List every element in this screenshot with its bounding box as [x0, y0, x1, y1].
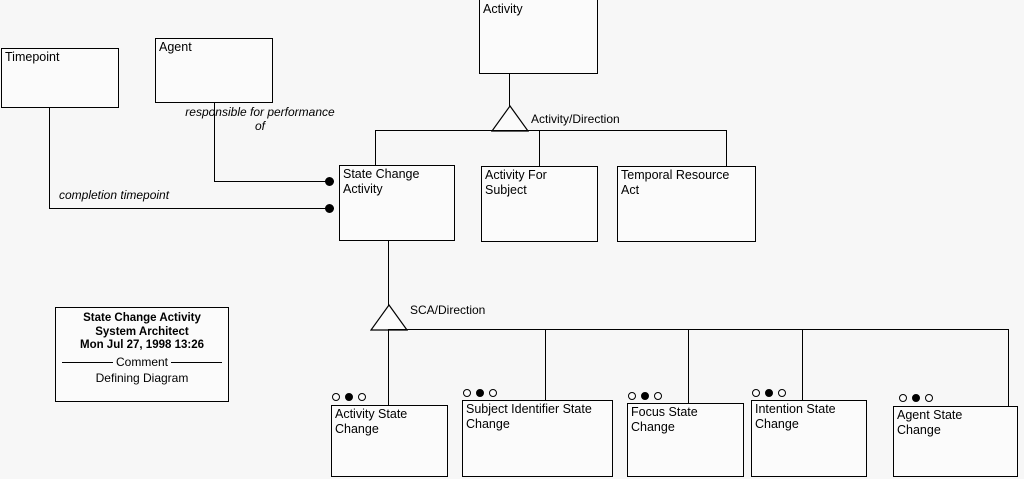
connector-drop-intention-state-change — [802, 329, 803, 401]
class-box-timepoint[interactable]: Timepoint — [1, 48, 119, 108]
class-box-temporal-resource-act[interactable]: Temporal Resource Act — [617, 166, 756, 242]
note-rule-left — [62, 361, 113, 363]
note-timestamp: Mon Jul 27, 1998 13:26 — [79, 339, 204, 351]
class-box-focus-state-change[interactable]: Focus State Change — [627, 403, 744, 477]
marker-filled-icon — [765, 389, 773, 397]
connector-drop-subject-identifier-state-change — [545, 329, 546, 401]
class-name-activity-for-subject: Activity For Subject — [485, 168, 547, 197]
edge-label-responsible-for-performance: responsible for performance of — [185, 105, 335, 133]
connector-activity-stem — [509, 74, 510, 106]
subtype-markers-activity-state-change — [332, 393, 366, 401]
class-name-subject-identifier-state-change: Subject Identifier State Change — [466, 402, 592, 431]
marker-open-icon — [628, 392, 636, 400]
class-box-intention-state-change[interactable]: Intention State Change — [751, 400, 867, 477]
class-name-activity: Activity — [483, 2, 523, 16]
class-name-state-change-activity: State Change Activity — [343, 167, 420, 196]
class-box-agent[interactable]: Agent — [155, 38, 273, 103]
connector-timepoint-vertical — [49, 108, 50, 209]
class-box-activity-state-change[interactable]: Activity State Change — [331, 405, 448, 477]
connector-agent-horizontal — [214, 181, 334, 182]
note-title-line1: State Change Activity — [83, 312, 201, 324]
marker-filled-icon — [641, 392, 649, 400]
connector-drop-activity-state-change — [388, 329, 389, 406]
marker-open-icon — [358, 393, 366, 401]
class-box-activity-for-subject[interactable]: Activity For Subject — [481, 166, 598, 242]
marker-open-icon — [489, 389, 497, 397]
marker-filled-icon — [476, 389, 484, 397]
marker-filled-icon — [912, 394, 920, 402]
class-name-agent-state-change: Agent State Change — [897, 408, 963, 437]
marker-open-icon — [654, 392, 662, 400]
class-name-intention-state-change: Intention State Change — [755, 402, 836, 431]
class-name-focus-state-change: Focus State Change — [631, 405, 698, 434]
connector-activity-bus — [375, 130, 726, 131]
connector-agent-vertical — [214, 103, 215, 181]
note-separator-label: Comment — [116, 354, 169, 369]
subtype-markers-agent-state-change — [899, 394, 933, 402]
subtype-markers-intention-state-change — [752, 389, 786, 397]
connector-drop-activity-for-subject — [539, 130, 540, 167]
marker-open-icon — [752, 389, 760, 397]
connector-timepoint-horizontal — [49, 208, 334, 209]
association-end-dot-completion-timepoint — [325, 204, 334, 213]
class-name-temporal-resource-act: Temporal Resource Act — [621, 168, 730, 197]
marker-filled-icon — [345, 393, 353, 401]
marker-open-icon — [899, 394, 907, 402]
note-separator: Comment — [62, 354, 223, 369]
marker-open-icon — [332, 393, 340, 401]
association-end-dot-responsible — [325, 177, 334, 186]
class-name-activity-state-change: Activity State Change — [335, 407, 408, 436]
edge-label-activity-direction: Activity/Direction — [531, 112, 620, 126]
note-body-text: Defining Diagram — [95, 370, 189, 385]
connector-drop-temporal-resource-act — [726, 130, 727, 167]
subtype-markers-subject-identifier-state-change — [463, 389, 497, 397]
class-box-state-change-activity[interactable]: State Change Activity — [339, 165, 455, 241]
marker-open-icon — [778, 389, 786, 397]
comment-note-box[interactable]: State Change Activity System Architect M… — [55, 307, 229, 402]
connector-drop-state-change-activity — [375, 130, 376, 166]
class-box-activity[interactable]: Activity — [479, 0, 598, 74]
connector-sca-stem — [388, 241, 389, 306]
marker-open-icon — [463, 389, 471, 397]
connector-drop-focus-state-change — [688, 329, 689, 404]
marker-open-icon — [925, 394, 933, 402]
class-box-agent-state-change[interactable]: Agent State Change — [893, 406, 1018, 477]
note-rule-right — [171, 361, 223, 363]
subtype-markers-focus-state-change — [628, 392, 662, 400]
edge-label-sca-direction: SCA/Direction — [410, 303, 486, 317]
class-box-subject-identifier-state-change[interactable]: Subject Identifier State Change — [462, 400, 613, 477]
edge-label-completion-timepoint: completion timepoint — [59, 188, 170, 202]
class-name-agent: Agent — [159, 40, 192, 54]
class-name-timepoint: Timepoint — [5, 50, 60, 64]
note-title-line2: System Architect — [95, 325, 189, 338]
connector-sca-bus — [388, 329, 1009, 330]
connector-drop-agent-state-change — [1008, 329, 1009, 407]
